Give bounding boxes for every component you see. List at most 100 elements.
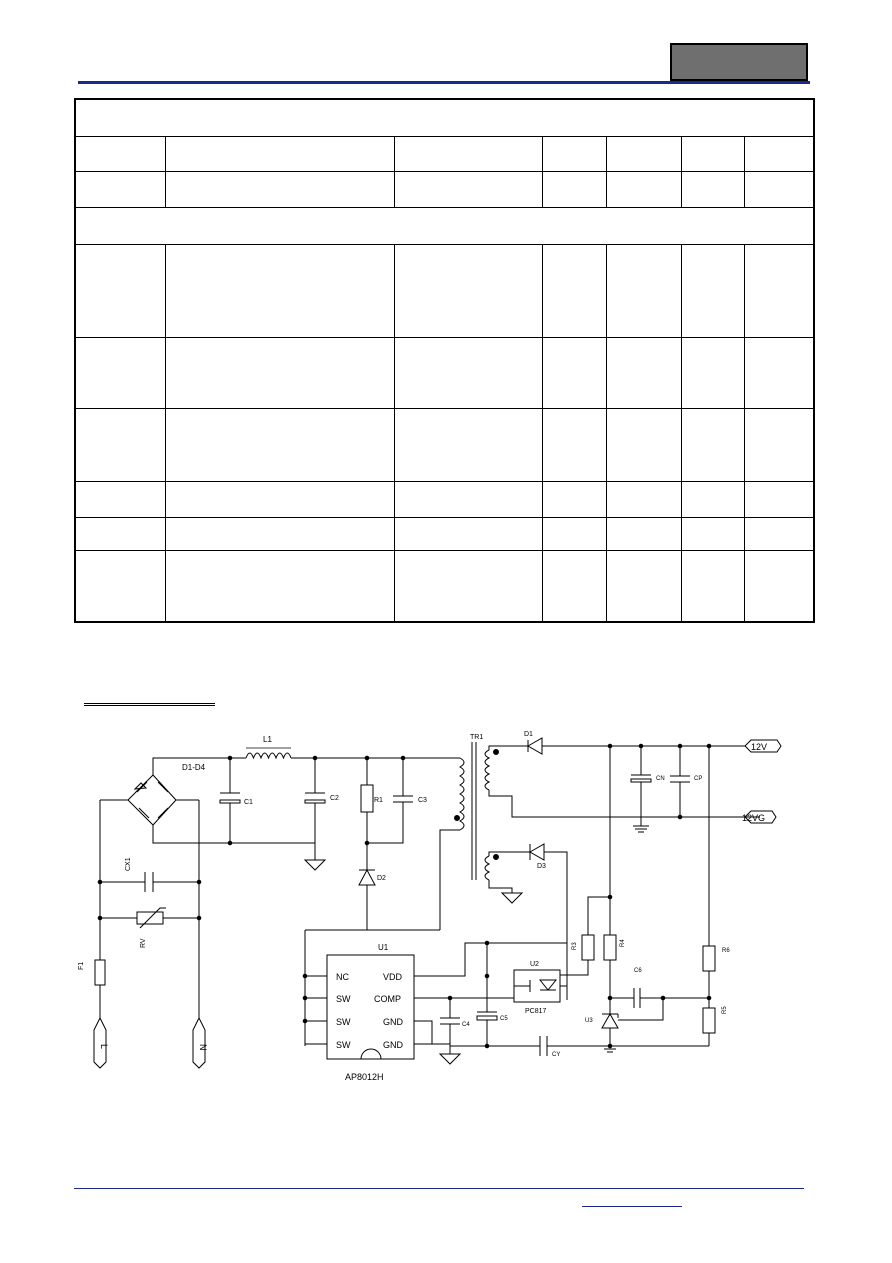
- table-row: [74, 336, 815, 409]
- table-cell: [74, 516, 166, 551]
- specification-table: [74, 98, 816, 623]
- table-cell: [393, 336, 543, 409]
- svg-text:12VG: 12VG: [742, 813, 765, 823]
- table-cell: [605, 516, 682, 551]
- svg-text:SW: SW: [336, 994, 351, 1004]
- svg-text:NC: NC: [336, 972, 349, 982]
- table-row: [74, 480, 815, 518]
- table-cell: [541, 170, 607, 208]
- table-cell: [74, 243, 166, 338]
- capacitor-cx1: CX1: [97, 857, 202, 892]
- resistor-r1: R1: [360, 755, 383, 870]
- table-cell: [605, 243, 682, 338]
- table-cell: [164, 480, 395, 518]
- table-cell: [605, 480, 682, 518]
- label-n: N: [198, 1044, 208, 1051]
- table-cell: [74, 206, 815, 245]
- table-cell: [680, 516, 745, 551]
- capacitor-c5: C5: [476, 940, 508, 1049]
- table-row: [74, 407, 815, 482]
- table-cell: [393, 243, 543, 338]
- svg-text:C3: C3: [418, 797, 427, 804]
- table-cell: [743, 516, 815, 551]
- svg-text:C2: C2: [330, 795, 339, 802]
- capacitor-c6: C6: [610, 968, 709, 1021]
- table-row: [74, 243, 815, 338]
- svg-text:R1: R1: [374, 797, 383, 804]
- table-cell: [164, 170, 395, 208]
- header-logo-box: [670, 43, 808, 81]
- capacitor-cp: CP: [670, 743, 702, 820]
- table-cell: [393, 135, 543, 172]
- table-cell: [743, 170, 815, 208]
- table-cell: [743, 549, 815, 623]
- svg-text:D1: D1: [524, 731, 533, 738]
- optocoupler-u2: U2 PC817: [513, 961, 567, 1015]
- table-cell: [74, 480, 166, 518]
- svg-text:C6: C6: [634, 968, 642, 974]
- svg-text:R4: R4: [620, 939, 626, 947]
- table-cell: [393, 516, 543, 551]
- svg-text:SW: SW: [336, 1017, 351, 1027]
- svg-text:U1: U1: [378, 943, 389, 952]
- svg-text:COMP: COMP: [374, 994, 401, 1004]
- table-cell: [74, 170, 166, 208]
- inductor-l1: L1: [230, 735, 460, 760]
- table-cell: [743, 135, 815, 172]
- table-cell: [393, 170, 543, 208]
- table-cell: [680, 336, 745, 409]
- svg-text:R6: R6: [722, 948, 730, 954]
- table-cell: [164, 135, 395, 172]
- circuit-schematic: L N F1 CX1 RV D1-D4 L1: [78, 731, 782, 1082]
- header-rule: [78, 81, 810, 84]
- capacitor-c4: C4: [438, 995, 470, 1065]
- svg-text:SW: SW: [336, 1040, 351, 1050]
- svg-text:U3: U3: [585, 1018, 593, 1024]
- table-cell: [164, 407, 395, 482]
- input-terminals: L N F1: [78, 799, 208, 1069]
- capacitor-cn: CN: [630, 743, 665, 833]
- svg-text:C1: C1: [244, 799, 253, 806]
- diode-d2: D2: [358, 868, 440, 931]
- table-cell: [393, 407, 543, 482]
- bridge-rectifier-d1-d4: D1-D4: [127, 757, 315, 844]
- table-cell: [74, 549, 166, 623]
- table-cell: [393, 480, 543, 518]
- diode-d1: D1: [524, 731, 745, 755]
- svg-text:C5: C5: [500, 1016, 508, 1022]
- table-cell: [743, 243, 815, 338]
- svg-text:U2: U2: [530, 961, 539, 968]
- table-row: [74, 516, 815, 551]
- footer-rule: [74, 1188, 804, 1189]
- table-cell: [164, 336, 395, 409]
- table-cell: [74, 98, 815, 137]
- footer-link-underline[interactable]: [582, 1206, 682, 1207]
- capacitor-c2: C2: [303, 755, 339, 871]
- table-cell: [605, 549, 682, 623]
- svg-text:RV: RV: [140, 938, 147, 948]
- table-cell: [680, 243, 745, 338]
- table-cell: [541, 336, 607, 409]
- terminal-n: [192, 1016, 206, 1069]
- table-cell: [74, 135, 166, 172]
- svg-text:C4: C4: [462, 1022, 470, 1028]
- table-cell: [605, 336, 682, 409]
- svg-text:GND: GND: [383, 1017, 404, 1027]
- svg-text:R5: R5: [722, 1006, 728, 1014]
- table-section-row: [74, 206, 815, 245]
- table-cell: [541, 480, 607, 518]
- table-title-row: [74, 98, 815, 137]
- table-cell: [393, 549, 543, 623]
- table-cell: [680, 549, 745, 623]
- capacitor-c1: C1: [219, 755, 253, 846]
- svg-text:12V: 12V: [751, 742, 767, 752]
- label-l: L: [99, 1044, 109, 1049]
- svg-text:CY: CY: [552, 1052, 560, 1058]
- table-cell: [605, 407, 682, 482]
- svg-text:AP8012H: AP8012H: [345, 1072, 384, 1082]
- table-cell: [743, 336, 815, 409]
- fuse-f1: [94, 959, 106, 986]
- table-cell: [164, 243, 395, 338]
- controller-ic-u1: U1 NC SW SW SW VDD COMP GND GND AP8012H: [302, 929, 568, 1082]
- svg-text:L1: L1: [263, 735, 272, 744]
